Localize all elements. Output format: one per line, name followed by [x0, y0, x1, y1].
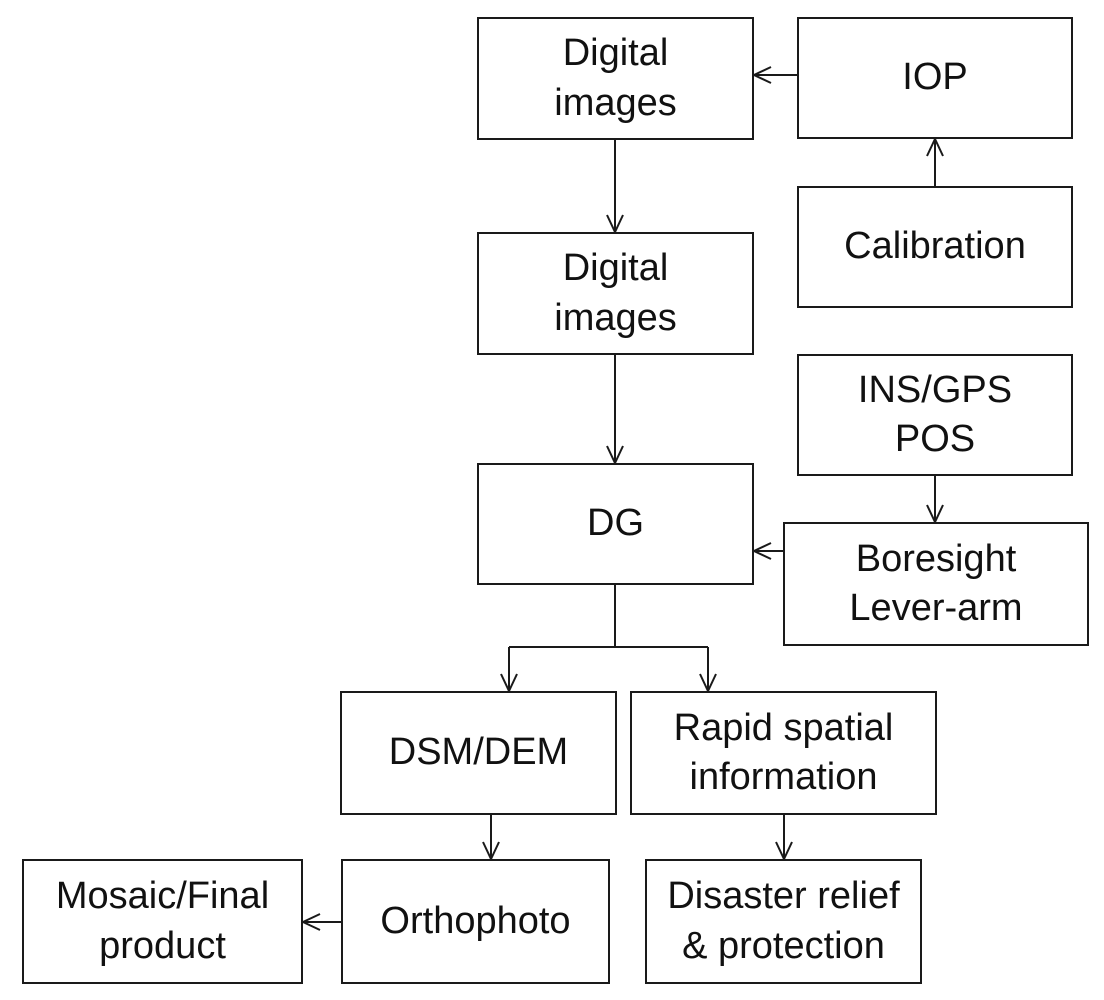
node-mosaic-final-product: Mosaic/Final product [22, 859, 303, 984]
node-label: images [554, 296, 677, 339]
node-digital-images-2: Digital images [477, 232, 754, 355]
node-label: information [689, 756, 878, 798]
node-label: DSM/DEM [388, 731, 569, 774]
node-label: POS [894, 418, 976, 460]
node-digital-images-1: Digital images [477, 17, 754, 140]
node-dsm-dem: DSM/DEM [340, 691, 617, 815]
node-calibration: Calibration [797, 186, 1073, 308]
node-disaster-relief-protection: Disaster relief & protection [645, 859, 922, 984]
node-label: & protection [682, 924, 885, 967]
node-boresight-lever-arm: Boresight Lever-arm [783, 522, 1089, 646]
node-rapid-spatial-information: Rapid spatial information [630, 691, 937, 815]
node-label: Rapid spatial [673, 706, 894, 749]
node-label: Lever-arm [849, 587, 1023, 629]
node-label: Digital [562, 32, 669, 75]
node-ins-gps-pos: INS/GPS POS [797, 354, 1073, 476]
node-orthophoto: Orthophoto [341, 859, 610, 984]
node-label: INS/GPS [857, 368, 1013, 411]
node-label: Calibration [844, 225, 1026, 268]
node-iop: IOP [797, 17, 1073, 139]
node-label: Digital [562, 247, 669, 290]
node-label: Disaster relief [667, 875, 900, 918]
node-label: Orthophoto [380, 899, 571, 942]
node-label: DG [587, 502, 644, 545]
node-label: Boresight [855, 537, 1017, 580]
node-label: product [99, 924, 226, 967]
node-label: IOP [902, 56, 968, 99]
node-label: images [554, 81, 677, 124]
node-dg: DG [477, 463, 754, 585]
node-label: Mosaic/Final [55, 875, 270, 918]
